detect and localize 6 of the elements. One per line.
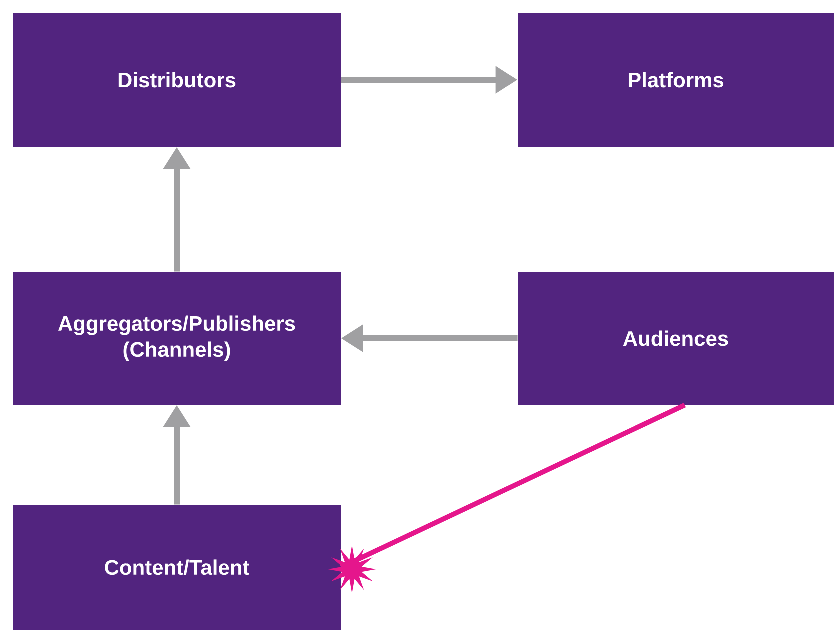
process-box: Distributors — [13, 13, 341, 147]
process-box: Aggregators/Publishers (Channels) — [13, 272, 341, 405]
process-box: Content/Talent — [13, 505, 341, 630]
process-box: Audiences — [518, 272, 834, 405]
connector-line — [340, 402, 686, 570]
process-box: Platforms — [518, 13, 834, 147]
